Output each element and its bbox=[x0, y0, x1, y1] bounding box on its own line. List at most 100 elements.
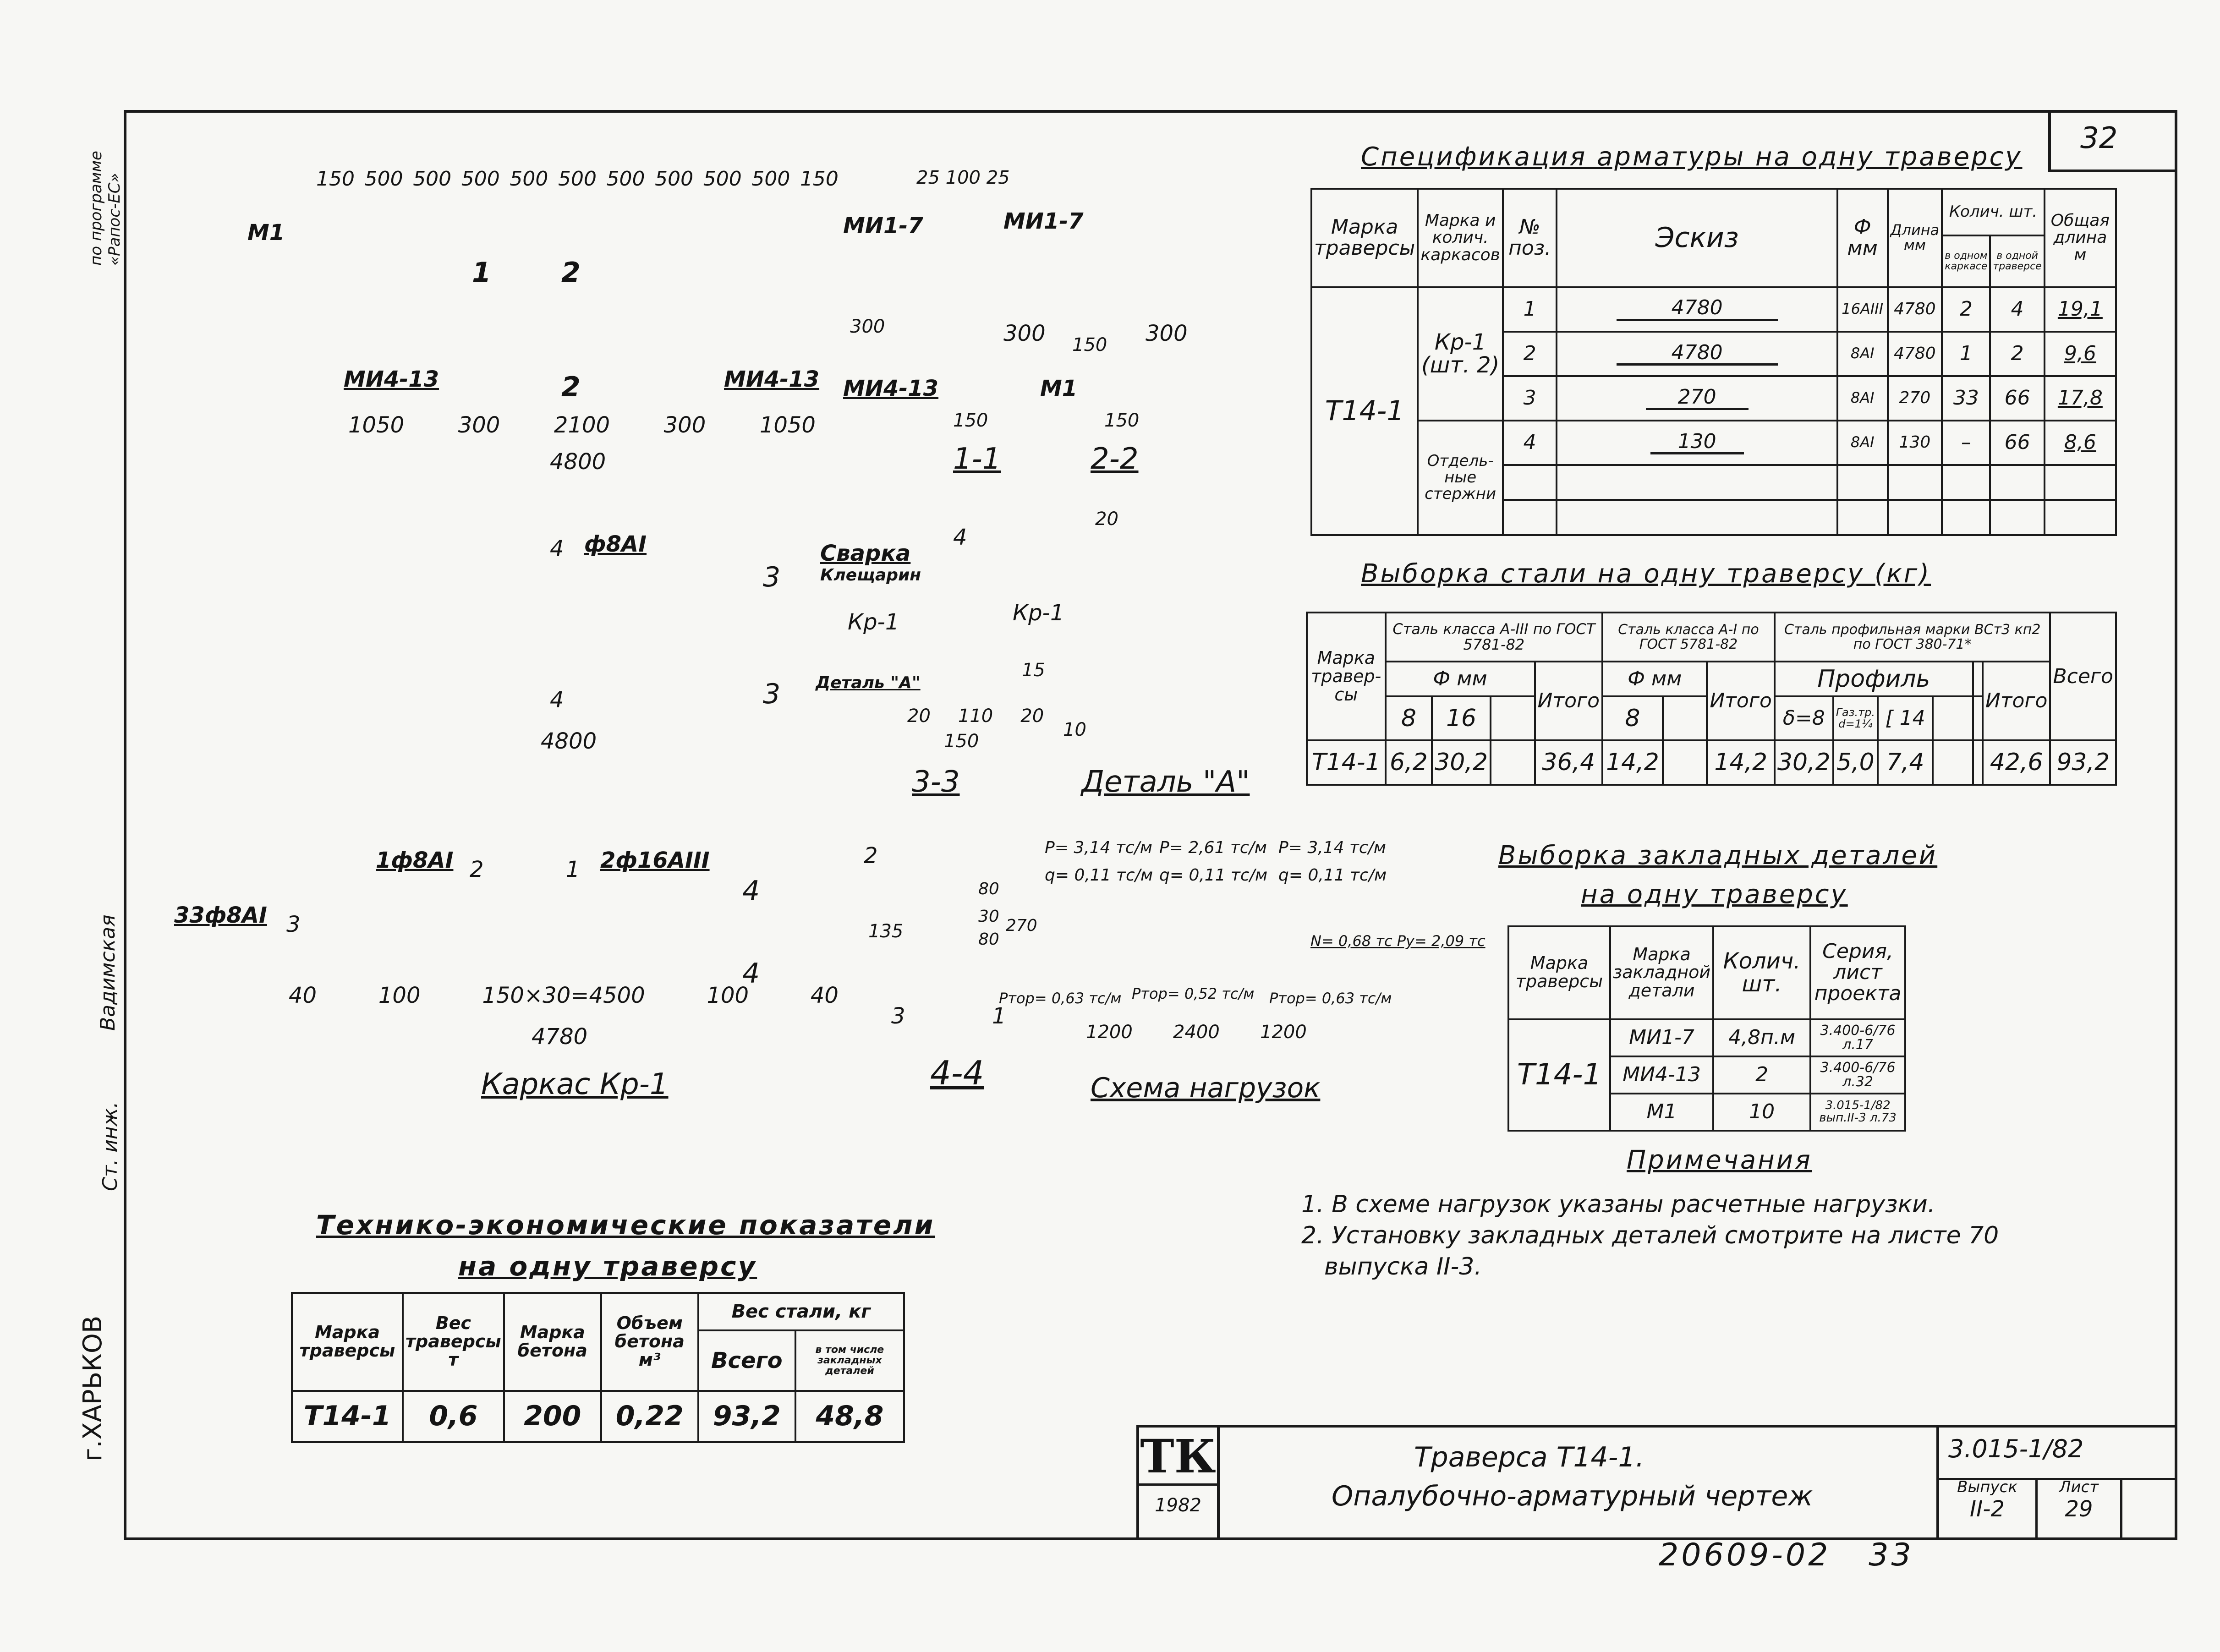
tech-h-volume: Объем бетона м³ bbox=[600, 1292, 699, 1392]
spec-h-pos: № поз. bbox=[1502, 188, 1558, 288]
steel-r-ch: 7,4 bbox=[1876, 739, 1934, 786]
tech-r-concrete: 200 bbox=[503, 1389, 602, 1444]
fr-d4500: 150×30=4500 bbox=[482, 983, 645, 1008]
fr-d40b: 40 bbox=[810, 983, 839, 1008]
spec-r2-q1: 1 bbox=[1941, 330, 1991, 377]
load-ptop3: Pтор= 0,63 тс/м bbox=[1269, 990, 1392, 1007]
label-mi413-left: МИ4-13 bbox=[344, 367, 439, 392]
spec-h-total: Общая длина м bbox=[2043, 188, 2117, 288]
s22-h2: 150 bbox=[1072, 334, 1107, 356]
plan-bar-label: ф8АI bbox=[584, 531, 647, 557]
stamp-right: 3.015-1/82 Выпуск II-2 Лист 29 bbox=[1936, 1428, 2177, 1537]
steel-r-v16: 30,2 bbox=[1431, 739, 1491, 786]
load-p3: P= 3,14 тс/м bbox=[1278, 838, 1386, 857]
spec-h-sketch: Эскиз bbox=[1556, 188, 1838, 288]
spec-h-mark: Марка траверсы bbox=[1310, 188, 1419, 288]
steel-h-itogo2: Итого bbox=[1706, 661, 1776, 742]
s33-d110: 110 bbox=[958, 706, 993, 727]
plan-circle4-top: 4 bbox=[550, 536, 564, 562]
steel-h-e3 bbox=[1932, 695, 1974, 742]
tech-r-incl: 48,8 bbox=[794, 1389, 905, 1444]
dim-2100: 2100 bbox=[554, 412, 610, 438]
steel-h-e2 bbox=[1661, 695, 1708, 742]
dim-500c: 500 bbox=[461, 167, 500, 191]
s11-w: 150 bbox=[953, 410, 988, 431]
spec-r2-sketch-cell: 4780 bbox=[1556, 330, 1838, 377]
s22-w: 150 bbox=[1104, 410, 1140, 431]
spec-empty-k bbox=[1886, 499, 1943, 536]
spec-r3-sketch: 270 bbox=[1645, 386, 1749, 410]
label-mi17-right: МИ1-7 bbox=[843, 213, 923, 239]
s11-label: 1-1 bbox=[953, 442, 1001, 476]
steel-r-it2: 14,2 bbox=[1706, 739, 1776, 786]
spec-r3-pos: 3 bbox=[1502, 375, 1558, 421]
dim-1050b: 1050 bbox=[759, 412, 816, 438]
steel-r-e2 bbox=[1661, 739, 1708, 786]
steel-r-e3 bbox=[1932, 739, 1974, 786]
note-2: 2. Установку закладных деталей смотрите … bbox=[1301, 1222, 1999, 1249]
steel-r-mark: Т14-1 bbox=[1306, 739, 1387, 786]
spec-empty-d bbox=[1886, 464, 1943, 501]
fr-d100b: 100 bbox=[707, 983, 749, 1008]
spec-empty-m bbox=[1989, 499, 2045, 536]
dim-500g: 500 bbox=[655, 167, 694, 191]
emb-h-series: Серия, лист проекта bbox=[1809, 925, 1906, 1020]
spec-r1-q1: 2 bbox=[1941, 286, 1991, 333]
dim-500h: 500 bbox=[703, 167, 742, 191]
side-author: Вадимская bbox=[96, 914, 120, 1031]
spec-r4-len: 130 bbox=[1886, 419, 1943, 466]
s44-d270: 270 bbox=[1006, 916, 1037, 935]
dim-500a: 500 bbox=[364, 167, 403, 191]
s33-label: 3-3 bbox=[912, 765, 960, 799]
s44-c3: 3 bbox=[891, 1003, 905, 1029]
frame-caption: Каркас Кр-1 bbox=[481, 1067, 669, 1101]
steel-h-e1 bbox=[1489, 695, 1536, 742]
steel-h-e4 bbox=[1972, 695, 1984, 742]
spec-r3-len: 270 bbox=[1886, 375, 1943, 421]
tech-h-all: Всего bbox=[697, 1329, 796, 1392]
stamp-logo: ТК bbox=[1139, 1429, 1217, 1486]
s44-d80b: 80 bbox=[978, 930, 999, 949]
spec-r4-sketch: 130 bbox=[1650, 431, 1744, 454]
detA-d15: 15 bbox=[1022, 660, 1045, 681]
emb-r2-emb: МИ4-13 bbox=[1609, 1055, 1715, 1094]
spec-empty-g bbox=[2043, 464, 2117, 501]
load-q2: q= 0,11 тс/м bbox=[1159, 866, 1268, 885]
emb-h-emb: Марка закладной детали bbox=[1609, 925, 1715, 1020]
footer-code: 20609-02 33 bbox=[1659, 1537, 1914, 1573]
note-3: выпуска II-3. bbox=[1324, 1253, 1482, 1280]
fr-d100a: 100 bbox=[378, 983, 421, 1008]
spec-r2-pos: 2 bbox=[1502, 330, 1558, 377]
steel-r-d8: 30,2 bbox=[1773, 739, 1834, 786]
s44-label: 4-4 bbox=[930, 1054, 984, 1092]
frame-c1: 1 bbox=[566, 857, 580, 882]
spec-r3-q2: 66 bbox=[1989, 375, 2045, 421]
steel-h-ch: [ 14 bbox=[1876, 695, 1934, 742]
spec-title: Спецификация арматуры на одну траверсу bbox=[1361, 142, 2023, 172]
notes-title: Примечания bbox=[1627, 1145, 1812, 1175]
load-d1: 1200 bbox=[1086, 1022, 1133, 1043]
dim-300a: 300 bbox=[458, 412, 500, 438]
steel-r-total: 93,2 bbox=[2049, 739, 2117, 786]
load-d3: 1200 bbox=[1260, 1022, 1307, 1043]
side-strip bbox=[82, 110, 126, 1209]
spec-r3-sketch-cell: 270 bbox=[1556, 375, 1838, 421]
emb-r3-qty: 10 bbox=[1712, 1092, 1812, 1132]
fr-d40a: 40 bbox=[289, 983, 317, 1008]
stamp-year: 1982 bbox=[1155, 1495, 1201, 1516]
stamp-title1: Траверса Т14-1. bbox=[1414, 1441, 1644, 1473]
spec-r1-phi: 16АIII bbox=[1836, 286, 1889, 333]
sheet-number-box bbox=[2048, 110, 2175, 172]
steel-r-v8: 6,2 bbox=[1384, 739, 1433, 786]
emb-table: Марка траверсы Марка закладной детали Ко… bbox=[1507, 925, 1906, 1132]
s11-100: 100 bbox=[945, 167, 981, 188]
emb-title2: на одну траверсу bbox=[1581, 880, 1848, 909]
dim-500d: 500 bbox=[510, 167, 548, 191]
load-ptop2: Pтор= 0,52 тс/м bbox=[1132, 985, 1255, 1002]
frame-bar2: 2ф16АIII bbox=[600, 848, 710, 873]
emb-r1-emb: МИ1-7 bbox=[1609, 1018, 1715, 1057]
steel-h-profil: Профиль bbox=[1773, 661, 1974, 697]
emb-r2-qty: 2 bbox=[1712, 1055, 1812, 1094]
spec-r4-q2: 66 bbox=[1989, 419, 2045, 466]
load-ptop1: Pтор= 0,63 тс/м bbox=[999, 990, 1122, 1007]
